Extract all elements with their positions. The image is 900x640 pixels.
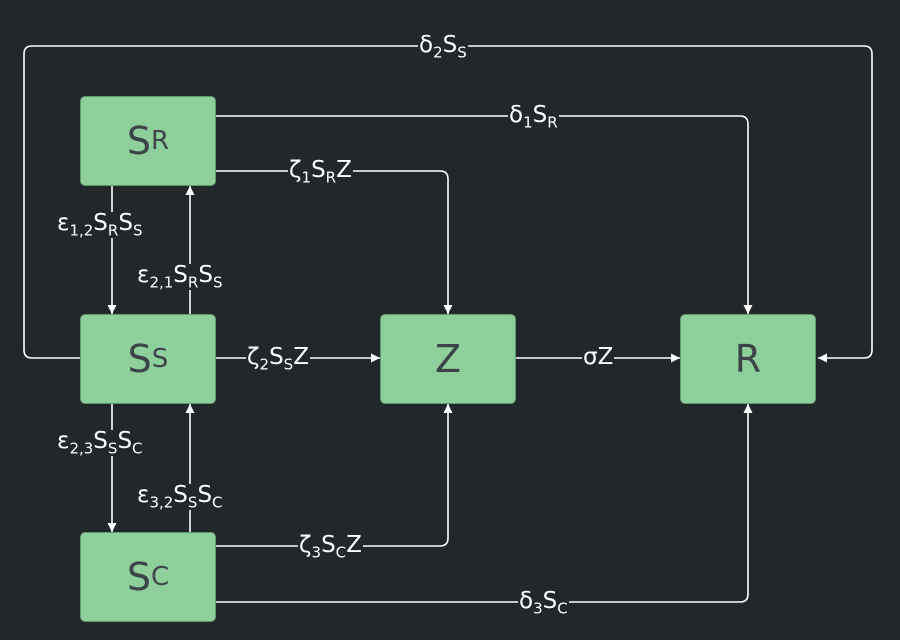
edge-zeta1: [216, 170, 453, 314]
edge-delta1: [216, 115, 753, 314]
label-zeta3: ζ3SCZ: [298, 532, 363, 562]
label-delta1: δ1SR: [508, 102, 559, 132]
label-eps23: ε2,3SSSC: [56, 428, 144, 458]
node-z[interactable]: Z: [380, 314, 516, 404]
edge-zeta3: [216, 404, 453, 547]
label-zeta2: ζ2SSZ: [246, 344, 310, 374]
label-eps32: ε3,2SSSC: [136, 482, 224, 512]
label-eps21: ε2,1SRSS: [136, 262, 224, 292]
label-eps12: ε1,2SRSS: [56, 210, 144, 240]
label-delta3: δ3SC: [518, 588, 569, 618]
node-r[interactable]: R: [680, 314, 816, 404]
label-zeta1: ζ1SRZ: [288, 157, 353, 187]
edge-delta3: [216, 404, 753, 603]
label-delta2: δ2SS: [418, 32, 468, 62]
label-sigma: σZ: [582, 344, 615, 370]
